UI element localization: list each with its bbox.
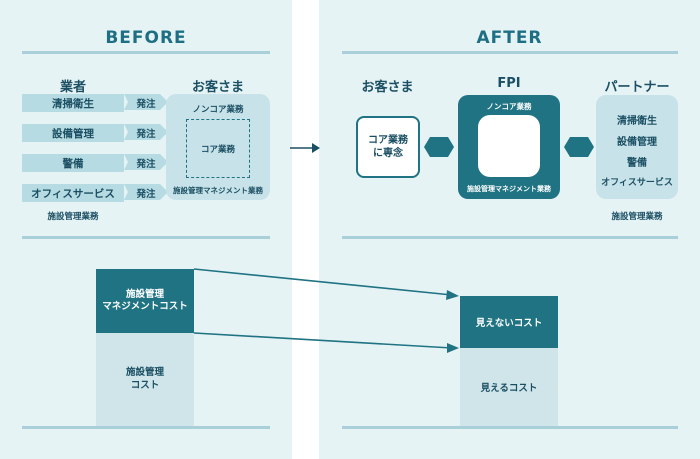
before-core-box <box>186 119 250 178</box>
order-arrows <box>124 94 168 200</box>
after-customer-box-label: コア業務 に専念 <box>368 135 408 159</box>
fpi-noncore-label: ノンコア業務 <box>486 102 532 111</box>
after-cost-bottom: 見えるコスト <box>460 348 558 426</box>
after-bottom-rule <box>342 426 678 429</box>
vendor-security: 警備 <box>22 154 124 172</box>
after-cost-top-label: 見えないコスト <box>475 318 543 329</box>
fpi-management-label: 施設管理マネジメント業務 <box>467 185 551 193</box>
partner-header: パートナー <box>604 80 670 95</box>
partner-box <box>596 95 678 199</box>
after-title-rule <box>342 51 678 54</box>
order-label-1: 発注 <box>136 99 156 110</box>
before-customer-box <box>166 94 270 200</box>
order-label-4: 発注 <box>136 189 156 200</box>
vendors-footer: 施設管理業務 <box>47 212 99 222</box>
after-customer-header: お客さま <box>361 80 414 95</box>
before-mid-rule <box>22 236 270 239</box>
partner-office: オフィスサービス <box>601 178 673 188</box>
partner-footer: 施設管理業務 <box>611 212 663 222</box>
before-cost-top-label: 施設管理 マネジメントコスト <box>102 288 188 312</box>
after-mid-rule <box>342 236 678 239</box>
fpi-header: FPI <box>497 76 521 91</box>
before-cost-bottom: 施設管理 コスト <box>96 333 194 426</box>
after-customer-box: コア業務 に専念 <box>356 116 420 178</box>
vendor-cleaning: 清掃衛生 <box>22 94 124 112</box>
vendors-header: 業者 <box>59 80 86 95</box>
order-label-3: 発注 <box>136 159 156 170</box>
before-cost-top: 施設管理 マネジメントコスト <box>96 269 194 333</box>
before-customer-header: お客さま <box>191 80 244 95</box>
before-customer-footer: 施設管理マネジメント業務 <box>173 186 263 195</box>
order-label-2: 発注 <box>136 129 156 140</box>
vendor-equipment: 設備管理 <box>22 124 124 142</box>
after-title: AFTER <box>476 28 543 48</box>
partner-cleaning: 清掃衛生 <box>617 116 657 127</box>
before-title: BEFORE <box>105 28 187 48</box>
after-cost-bottom-label: 見えるコスト <box>480 383 538 394</box>
before-title-rule <box>22 51 270 54</box>
fpi-core-window <box>478 115 540 177</box>
before-cost-bottom-label: 施設管理 コスト <box>125 367 164 391</box>
vendor-office: オフィスサービス <box>22 184 124 202</box>
before-bottom-rule <box>22 426 270 429</box>
partner-equipment: 設備管理 <box>617 137 657 148</box>
transition-arrow <box>290 143 320 153</box>
before-core-label: コア業務 <box>200 145 235 155</box>
connector-right-icon <box>564 137 594 157</box>
after-cost-top: 見えないコスト <box>460 296 558 348</box>
partner-security: 警備 <box>627 158 647 169</box>
before-noncore-label: ノンコア業務 <box>192 105 244 115</box>
connector-left-icon <box>424 137 454 157</box>
